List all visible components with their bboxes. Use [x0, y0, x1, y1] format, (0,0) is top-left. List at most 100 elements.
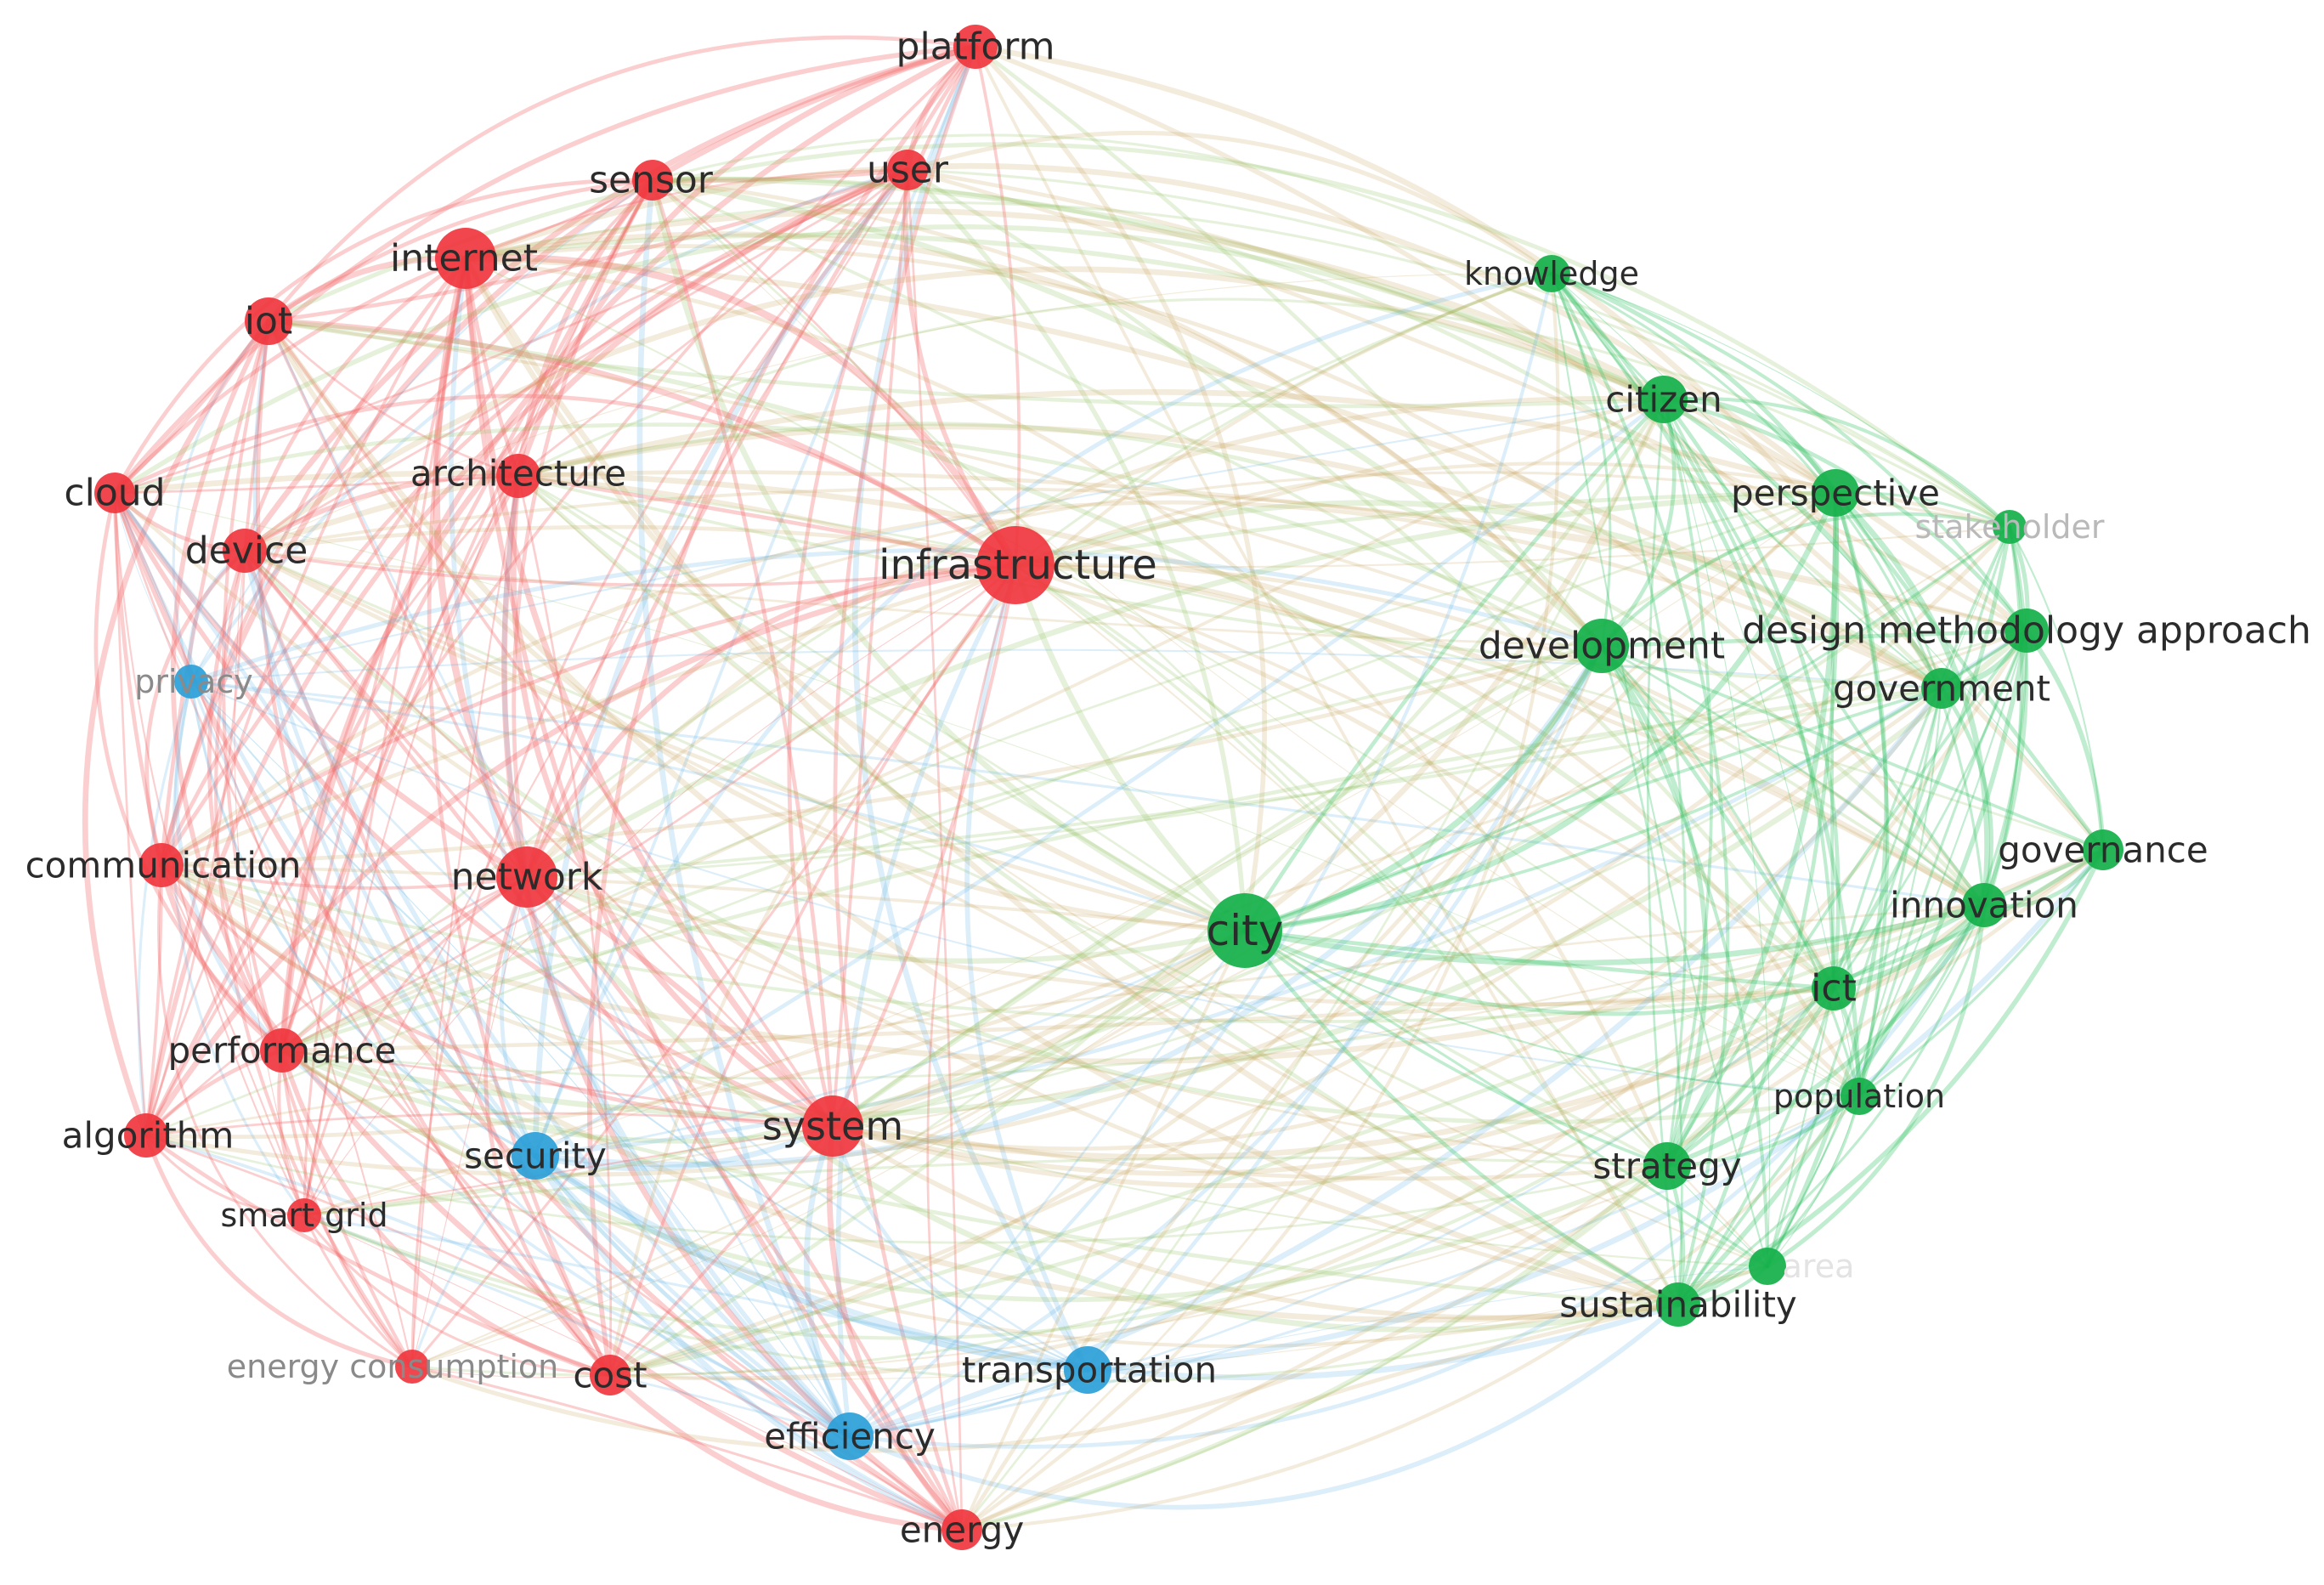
edge-cloud-sustainability	[112, 490, 1681, 1307]
edge-system-innovation	[830, 903, 1987, 1188]
edge-algorithm-efficiency	[144, 1134, 851, 1438]
label-infrastructure: infrastructure	[879, 541, 1157, 589]
node-energy[interactable]	[941, 1509, 982, 1550]
edge-sensor-infrastructure	[651, 178, 1017, 567]
node-sensor[interactable]	[632, 160, 673, 201]
edge-device-design-methodology-approach	[243, 487, 2028, 632]
node-sustainability[interactable]	[1656, 1282, 1700, 1327]
edge-efficiency-development	[847, 643, 1604, 1439]
edge-energy-ict	[959, 986, 1836, 1532]
node-algorithm[interactable]	[124, 1113, 168, 1158]
edge-innovation-area	[1765, 903, 1987, 1269]
node-strategy[interactable]	[1643, 1142, 1691, 1190]
edge-internet-government	[462, 255, 1945, 692]
node-security[interactable]	[512, 1132, 559, 1180]
node-city[interactable]	[1207, 893, 1282, 968]
node-innovation[interactable]	[1962, 883, 2006, 927]
node-knowledge[interactable]	[1533, 255, 1570, 292]
edge-platform-energy	[833, 44, 978, 1532]
node-area[interactable]	[1749, 1248, 1786, 1285]
node-governance[interactable]	[2083, 829, 2123, 870]
node-device[interactable]	[223, 529, 267, 573]
edge-iot-performance	[170, 319, 285, 1053]
edge-infrastructure-algorithm	[143, 562, 1019, 1139]
edge-algorithm-energy-consumption	[144, 1133, 415, 1369]
edge-user-device	[243, 168, 909, 552]
edge-privacy-innovation	[189, 680, 1986, 907]
node-communication[interactable]	[139, 843, 184, 887]
label-design-methodology-approach: design methodology approach	[1742, 609, 2311, 653]
edge-device-energy	[242, 548, 964, 1532]
edge-iot-ict	[266, 319, 1836, 991]
edge-security-energy	[532, 1152, 965, 1533]
edge-design-methodology-approach-ict	[1832, 629, 2028, 990]
node-iot[interactable]	[245, 297, 292, 345]
edge-infrastructure-innovation	[1013, 563, 1987, 908]
edge-design-methodology-approach-governance	[2024, 628, 2106, 852]
edge-smart-grid-system	[303, 1124, 834, 1217]
edge-user-stakeholder	[906, 168, 2011, 529]
edge-device-development	[243, 549, 1603, 648]
node-cloud[interactable]	[94, 473, 135, 513]
edge-internet-infrastructure	[461, 253, 1020, 569]
edge-network-smart-grid	[303, 875, 529, 1217]
edge-communication-smart-grid	[160, 863, 306, 1217]
edge-city-population	[1243, 929, 1861, 1098]
node-government[interactable]	[1921, 668, 1962, 709]
node-architecture[interactable]	[496, 454, 540, 498]
edge-algorithm-stakeholder	[144, 524, 2012, 1177]
edge-algorithm-smart-grid	[144, 1134, 306, 1217]
edge-network-system	[523, 874, 836, 1129]
edge-communication-cost	[160, 863, 612, 1377]
node-platform[interactable]	[953, 25, 998, 69]
label-platform: platform	[896, 25, 1055, 69]
node-population[interactable]	[1841, 1078, 1878, 1115]
edge-network-stakeholder	[524, 461, 2012, 880]
edge-efficiency-sustainability	[847, 1302, 1681, 1510]
node-system[interactable]	[802, 1095, 863, 1157]
node-development[interactable]	[1575, 619, 1629, 673]
node-transportation[interactable]	[1064, 1346, 1111, 1394]
edge-platform-city	[973, 44, 1267, 933]
edge-smart-grid-energy	[303, 1214, 963, 1531]
edge-cost-design-methodology-approach	[608, 628, 2029, 1381]
node-ict[interactable]	[1812, 966, 1856, 1010]
edge-citizen-area	[1663, 399, 1771, 1267]
node-perspective[interactable]	[1812, 469, 1859, 517]
node-internet[interactable]	[435, 228, 496, 289]
node-citizen[interactable]	[1640, 376, 1688, 423]
edge-device-city	[242, 548, 1247, 933]
edge-infrastructure-sustainability	[1014, 563, 1680, 1306]
node-performance[interactable]	[260, 1028, 304, 1073]
edge-platform-architecture	[515, 43, 979, 479]
node-stakeholder[interactable]	[1993, 510, 2027, 544]
node-smart-grid[interactable]	[287, 1198, 321, 1232]
edge-citizen-ict	[1661, 397, 1841, 991]
edge-infrastructure-efficiency	[835, 563, 1018, 1439]
node-infrastructure[interactable]	[976, 526, 1055, 604]
node-cost[interactable]	[590, 1355, 630, 1395]
edge-communication-strategy	[159, 863, 1670, 1181]
edge-network-perspective	[523, 490, 1839, 880]
node-efficiency[interactable]	[826, 1412, 874, 1460]
edge-architecture-perspective	[515, 388, 1839, 496]
label-cloud: cloud	[64, 472, 165, 515]
edge-internet-population	[464, 257, 1861, 1098]
edge-citizen-development	[1599, 397, 1677, 648]
edge-system-citizen	[829, 396, 1667, 1129]
edge-infrastructure-knowledge	[1014, 272, 1553, 567]
node-user[interactable]	[887, 150, 928, 190]
node-energy-consumption[interactable]	[395, 1350, 429, 1384]
edge-system-governance	[829, 846, 2106, 1160]
edge-sensor-system	[650, 178, 835, 1129]
edge-privacy-algorithm	[137, 680, 193, 1137]
edge-cloud-infrastructure	[112, 393, 1018, 568]
node-design-methodology-approach[interactable]	[2005, 609, 2049, 653]
edge-user-knowledge	[905, 130, 1554, 276]
node-privacy[interactable]	[174, 665, 208, 699]
edge-device-innovation	[242, 524, 1987, 908]
node-network[interactable]	[496, 846, 557, 908]
edge-smart-grid-area	[303, 1214, 1769, 1383]
edge-infrastructure-communication	[159, 563, 1018, 868]
edge-user-smart-grid	[303, 168, 909, 1217]
